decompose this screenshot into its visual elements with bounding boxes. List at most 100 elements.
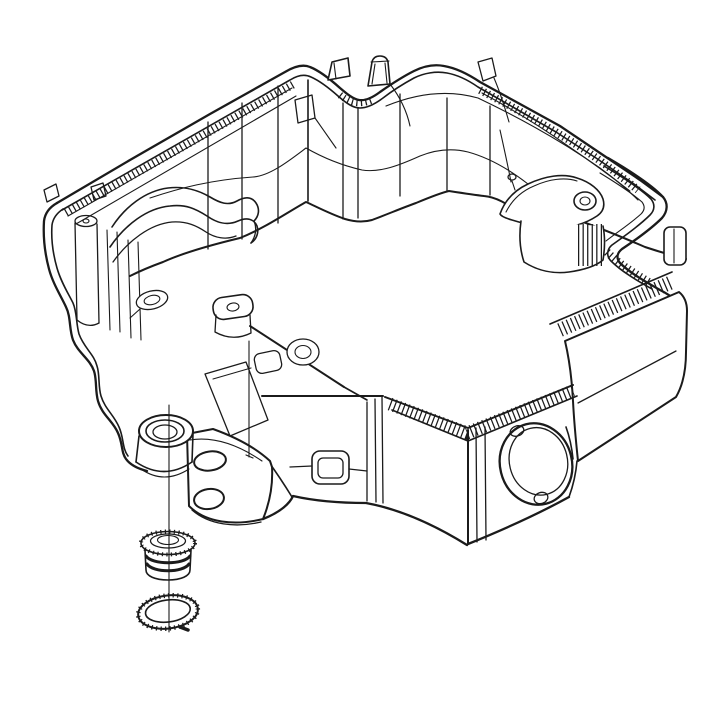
pillar-side-line [116, 231, 121, 333]
lug-plate-bottom-echo [191, 509, 262, 526]
wall-oval-pad-hole [143, 294, 161, 306]
rim-strut-line [493, 77, 510, 123]
rim-tab-post-line [370, 60, 390, 85]
exploded-grommet [139, 529, 197, 581]
front-corner-edge [475, 427, 478, 543]
arm-top-line [289, 465, 368, 472]
latch-loop [499, 174, 605, 229]
pillar-bottom-arc [76, 319, 100, 327]
rim-knurl-band [64, 80, 296, 217]
face-screw-hole [533, 491, 549, 505]
panel-crease-line [577, 350, 677, 404]
corner-plate-detail [43, 183, 60, 203]
lug-hole [193, 487, 225, 511]
assembly-centerline-2 [245, 340, 254, 459]
nut-pad-outer [311, 450, 350, 485]
pillar-edge-line [381, 396, 384, 504]
rim-right-curl [599, 156, 687, 303]
left-wall [42, 182, 169, 473]
face-screw-hole [509, 425, 525, 437]
curl-knurl-band [604, 249, 652, 286]
s-tube-rib [109, 186, 260, 263]
rim-strut-line [314, 117, 337, 149]
right-wall [549, 271, 688, 462]
gusset-inner-line [212, 367, 252, 380]
boss-bottom-arc [135, 461, 193, 473]
pillar-side-line [96, 223, 100, 324]
wall-oval-pad [135, 289, 169, 311]
mount-post-hole [226, 302, 240, 312]
floor-screw-boss [507, 173, 517, 181]
front-corner-edge [484, 426, 487, 541]
wall-vertical-line [137, 241, 142, 341]
rim-hook-right [477, 57, 497, 82]
tube-mid-edge [109, 204, 259, 248]
curl-outer-edge [606, 156, 679, 303]
pillar-side-line [74, 222, 78, 321]
arm-bottom-sweep [261, 494, 469, 547]
mount-post-side [214, 314, 252, 338]
exploded-retaining-ring [135, 592, 201, 632]
latch-boss [573, 191, 597, 211]
wall-band-upper-line [549, 271, 673, 325]
notch-right-edge [568, 460, 578, 498]
beam-joint-line [343, 386, 368, 401]
latch-boss-hole [579, 196, 591, 206]
latch-loop-inner-line [505, 178, 578, 213]
pillar-side-line [106, 229, 111, 331]
rim-bracket [294, 94, 316, 124]
grommet-boss-ring [145, 419, 185, 443]
grommet-top-hole [156, 534, 180, 546]
floor-pad-square [253, 349, 283, 375]
face-notch-edge [565, 426, 574, 460]
rim-tab-left-line [333, 62, 337, 80]
rim-third-line [481, 92, 631, 192]
bearing-hole [498, 422, 574, 506]
curl-third-line [599, 172, 645, 242]
nut-pad-inner [317, 457, 344, 479]
front-bottom-edge [466, 495, 571, 546]
floor-screw-line [511, 180, 516, 191]
curl-inner-edge [603, 165, 655, 290]
grommet-top-ring [149, 533, 187, 549]
gusset-block [204, 361, 269, 437]
boss-bottom-arc2 [140, 468, 190, 478]
grommet-flange-knurl [139, 529, 197, 557]
lug-plate-top-line [189, 438, 263, 462]
tube-bottom-edge [112, 221, 237, 263]
lug-hole [193, 450, 227, 472]
mount-post-top [212, 293, 254, 321]
wall-crease-line [149, 147, 529, 199]
rim-strut-line [389, 83, 411, 127]
left-wall-inner-line [50, 208, 129, 457]
bearing-hole-inner-wall [508, 426, 569, 496]
grommet-boss-hole [152, 424, 178, 440]
rim-tab-left [327, 57, 351, 81]
ring-teeth [135, 592, 201, 632]
rim-outer-edge [55, 64, 665, 205]
pillar-edge-line [374, 398, 377, 503]
front-right-wall [384, 384, 578, 546]
wall-vertical-line [127, 239, 132, 339]
side-tab [663, 226, 687, 266]
rim-third-line [67, 87, 293, 217]
floor-pad-ring [286, 338, 320, 366]
grommet-rib [145, 562, 191, 573]
latch-strut-line [499, 129, 512, 183]
wall-top-line [75, 95, 297, 225]
pad-leader-line [129, 308, 141, 319]
ring-seam [178, 625, 190, 632]
grommet-body [144, 549, 192, 581]
left-wall-outline [42, 201, 149, 473]
grommet-rib [144, 554, 192, 565]
boss-side-line [135, 433, 194, 463]
tube-top-edge [111, 186, 260, 228]
tube-end-cap [250, 220, 257, 244]
floor-pad-ring-hole [294, 344, 312, 360]
latch-bracket [499, 129, 606, 274]
front-bracket-assembly [135, 293, 469, 547]
rim-inner-edge [61, 71, 656, 211]
pillar-top-hole [82, 218, 90, 224]
